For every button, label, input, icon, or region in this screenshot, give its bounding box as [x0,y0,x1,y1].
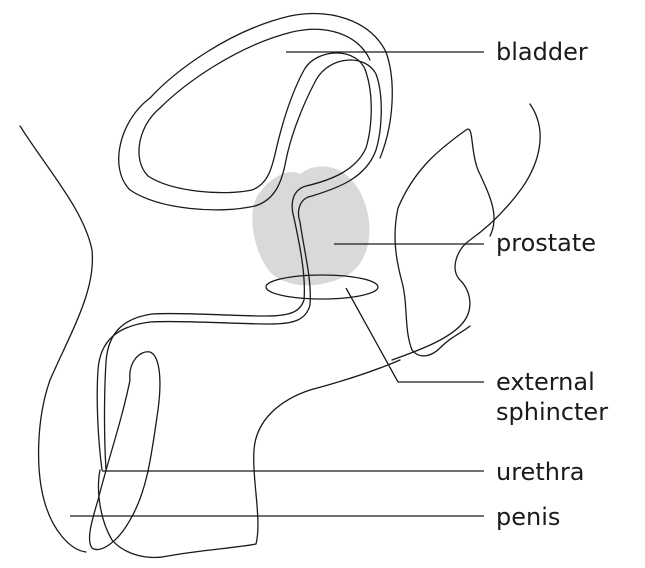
external-sphincter-leader [346,288,484,382]
bladder-top-inner-contour [160,29,370,108]
external-sphincter-label-line1: external [496,367,608,397]
urethra-label: urethra [496,458,585,486]
prostate-label: prostate [496,229,596,257]
thigh-contour [20,126,92,552]
external-sphincter-label-line2: sphincter [496,397,608,427]
bladder-label: bladder [496,38,588,66]
rectum-lower-contour [395,208,470,356]
scrotum-contour [99,360,401,557]
external-sphincter-label: external sphincter [496,367,608,427]
penis-label: penis [496,503,560,531]
rectum-contour [398,129,494,236]
